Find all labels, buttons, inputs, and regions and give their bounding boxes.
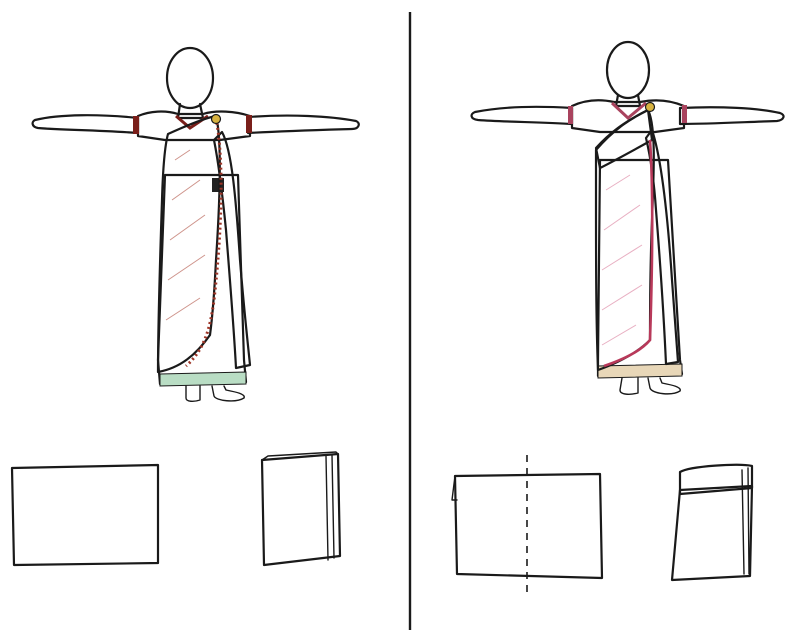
- left-figure-feet: [186, 386, 244, 401]
- left-brooch: [212, 115, 221, 124]
- right-figure: [472, 42, 784, 394]
- left-underskirt: [158, 175, 246, 384]
- right-figure-head: [607, 42, 649, 98]
- right-folded-stack-with-flap: [672, 465, 752, 580]
- left-underskirt-border: [160, 372, 246, 386]
- right-drape-shading: [602, 175, 642, 345]
- right-panel: [452, 42, 784, 598]
- left-sleeve-band-right: [133, 116, 139, 134]
- left-panel: [12, 48, 359, 565]
- left-waist-band: [212, 178, 224, 192]
- right-figure-feet: [620, 378, 680, 394]
- right-front-drape-edge: [604, 140, 652, 366]
- left-folded-stack: [262, 452, 340, 565]
- right-rectangle-with-fold: [452, 455, 602, 598]
- left-fold-diagrams: [12, 452, 340, 565]
- right-sleeve-band-right: [568, 106, 573, 124]
- right-fold-diagrams: [452, 455, 752, 598]
- left-flat-rectangle: [12, 465, 158, 565]
- right-underskirt: [598, 160, 682, 376]
- right-brooch: [646, 103, 655, 112]
- left-figure-head: [167, 48, 213, 108]
- right-sleeve-band-left: [682, 105, 687, 123]
- left-figure: [33, 48, 359, 401]
- left-sleeve-band-left: [246, 115, 252, 133]
- left-front-drape: [158, 116, 220, 372]
